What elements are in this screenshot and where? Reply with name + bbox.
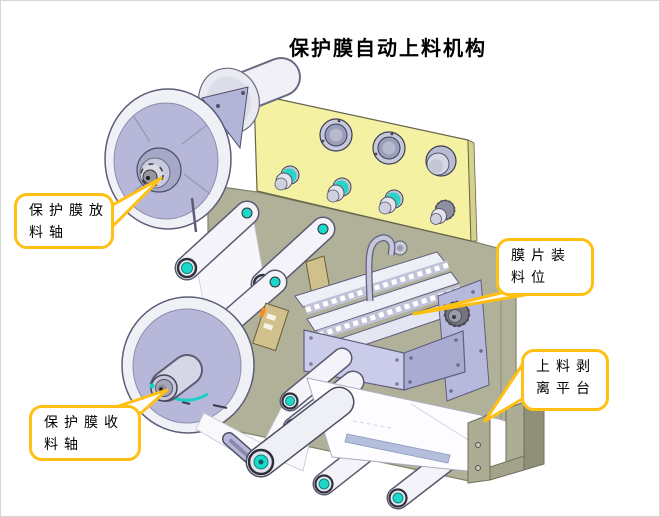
drive-roller (222, 386, 355, 478)
callout-line: 离平台 (536, 381, 596, 397)
sheet-edge-strip (344, 433, 451, 464)
page-title: 保护膜自动上料机构 (289, 36, 487, 60)
panel-knob (430, 199, 456, 225)
film-strip-row (305, 262, 449, 313)
panel-knob (378, 189, 404, 215)
callout-line: 上料剥 (536, 359, 596, 375)
sensor-block (252, 302, 290, 352)
body-right-face (403, 330, 466, 391)
peel-platform-bracket (467, 401, 545, 484)
panel-ring-knob (372, 131, 406, 165)
callout-line: 膜片装 (511, 248, 571, 264)
panel-knob (326, 177, 352, 203)
callout-line: 保护膜收 (44, 415, 124, 431)
guide-roller (174, 200, 260, 281)
callout-film-unwind-shaft: 保护膜放 料轴 (14, 193, 114, 249)
control-panel (253, 93, 478, 242)
callout-feed-peel-platform: 上料剥 离平台 (521, 349, 609, 411)
callout-line: 料轴 (29, 225, 69, 241)
callout-film-loading-position: 膜片装 料位 (496, 238, 594, 296)
callout-line: 料位 (511, 270, 551, 286)
standoff-center (397, 245, 403, 251)
panel-knob (274, 165, 300, 191)
panel-ring-knob (319, 118, 353, 152)
callout-line: 保护膜放 (29, 203, 109, 219)
callout-line: 料轴 (44, 437, 84, 453)
film-strip-row (318, 286, 462, 338)
callout-film-rewind-shaft: 保护膜收 料轴 (29, 405, 141, 461)
reel-pin (190, 197, 198, 233)
panel-ring-knob (425, 145, 457, 177)
